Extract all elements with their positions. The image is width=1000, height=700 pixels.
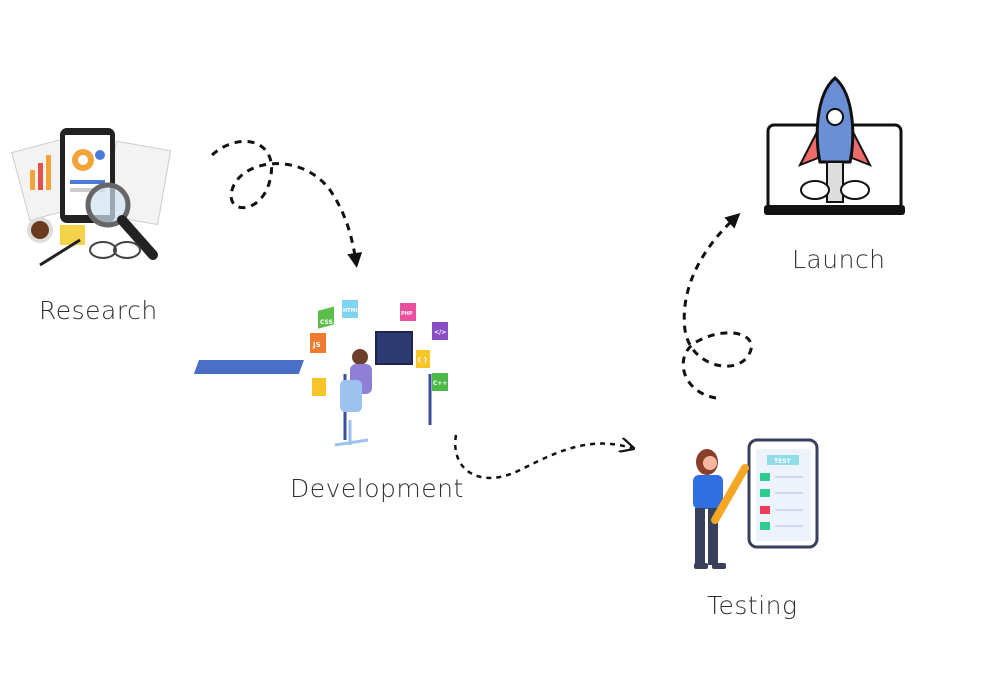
step-label-testing: Testing bbox=[707, 591, 798, 620]
html-badge-text: HTML bbox=[343, 308, 360, 314]
arrow-research-to-development bbox=[211, 139, 363, 268]
arrow-development-to-testing bbox=[453, 434, 632, 480]
arrow-testing-to-launch bbox=[681, 212, 753, 400]
php-badge-text: PHP bbox=[401, 311, 413, 317]
braces-badge-text: { } bbox=[417, 357, 428, 364]
step-label-development: Development bbox=[290, 474, 464, 503]
cpp-badge-text: C++ bbox=[433, 380, 447, 387]
js-badge-text: JS bbox=[312, 341, 321, 349]
test-header-text: TEST bbox=[774, 458, 792, 465]
code-badge-text: </> bbox=[434, 329, 446, 336]
step-label-research: Research bbox=[39, 296, 158, 325]
step-label-launch: Launch bbox=[792, 245, 886, 274]
css-badge-text: CSS bbox=[320, 319, 333, 326]
